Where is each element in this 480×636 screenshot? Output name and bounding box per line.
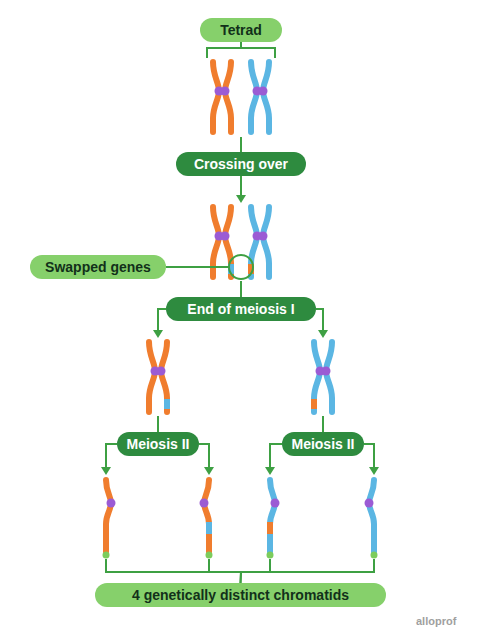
- pill-text: Meiosis II: [291, 436, 354, 452]
- connector-line: [240, 176, 242, 297]
- highlight-circle: [229, 255, 253, 279]
- arrow-head: [265, 467, 379, 475]
- step-pill: End of meiosis I: [166, 297, 316, 321]
- flow-arrow: [241, 444, 380, 583]
- end-dot: [206, 552, 213, 559]
- swapped-segment: [267, 522, 273, 534]
- flow-arrow: [316, 309, 328, 432]
- end-dot: [267, 552, 274, 559]
- pill-text: Meiosis II: [126, 436, 189, 452]
- swapped-segment: [164, 399, 170, 409]
- step-pill: Tetrad: [200, 18, 282, 42]
- pill-text: Tetrad: [220, 22, 262, 38]
- step-pill: Swapped genes: [30, 255, 166, 279]
- connector-line: [316, 309, 323, 432]
- chromosome: [149, 342, 167, 412]
- arrow-head: [318, 330, 328, 338]
- pill-text: Swapped genes: [45, 259, 151, 275]
- end-dot: [103, 552, 110, 559]
- chromatid: [270, 480, 280, 552]
- watermark: alloprof: [416, 615, 456, 627]
- arrow-head: [101, 467, 214, 475]
- step-pill: Meiosis II: [282, 432, 364, 456]
- flow-arrow: [241, 42, 242, 152]
- flow-arrow: [236, 176, 246, 297]
- chromosome: [314, 342, 332, 412]
- bracket: [207, 48, 275, 58]
- connector-line: [158, 309, 166, 432]
- step-pill: Meiosis II: [117, 432, 199, 456]
- leader-line: [166, 266, 229, 268]
- arrow-head: [236, 195, 246, 203]
- connector-line: [241, 444, 375, 583]
- pill-text: End of meiosis I: [187, 301, 294, 317]
- chromosome: [213, 62, 231, 132]
- arrow-head: [153, 330, 163, 338]
- swapped-segment: [311, 399, 317, 409]
- flow-arrow: [101, 444, 241, 583]
- swapped-segment: [206, 522, 212, 534]
- chromatid: [200, 480, 210, 552]
- chromatid: [106, 480, 116, 552]
- end-dot: [371, 552, 378, 559]
- connector-line: [240, 42, 242, 152]
- flow-arrow: [153, 309, 166, 432]
- step-pill: Crossing over: [176, 152, 306, 176]
- pill-text: 4 genetically distinct chromatids: [132, 587, 349, 603]
- step-pill: 4 genetically distinct chromatids: [95, 583, 386, 607]
- chromosome: [251, 62, 269, 132]
- chromatid: [365, 480, 375, 552]
- pill-text: Crossing over: [194, 156, 288, 172]
- connector-line: [106, 444, 241, 583]
